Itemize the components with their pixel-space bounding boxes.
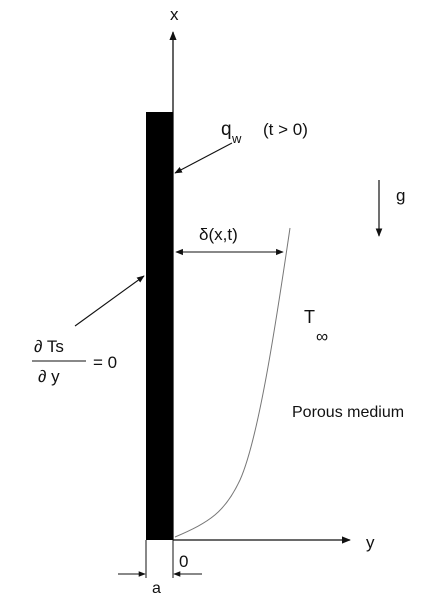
ambient-temp-subscript: ∞ <box>316 327 328 346</box>
x-axis-label: x <box>170 5 179 24</box>
temperature-profile <box>174 227 291 538</box>
bc-rhs: = 0 <box>93 353 117 372</box>
boundary-layer-label: δ(x,t) <box>199 225 238 244</box>
medium-label: Porous medium <box>292 404 404 421</box>
heat-flux-condition: (t > 0) <box>263 120 308 139</box>
ambient-temp-symbol: T <box>304 307 315 327</box>
bc-numerator: ∂ Ts <box>34 337 64 356</box>
solid-wall <box>146 112 173 540</box>
bc-denominator: ∂ y <box>38 367 60 386</box>
heat-flux-symbol: q <box>221 119 232 140</box>
origin-label: 0 <box>179 552 188 571</box>
heat-flux-arrow <box>174 142 233 174</box>
thickness-label: a <box>152 580 161 597</box>
gravity-label: g <box>396 186 405 205</box>
heat-flux-subscript: w <box>231 131 242 146</box>
y-axis-label: y <box>366 533 375 552</box>
adiabatic-bc-arrow <box>74 275 145 327</box>
